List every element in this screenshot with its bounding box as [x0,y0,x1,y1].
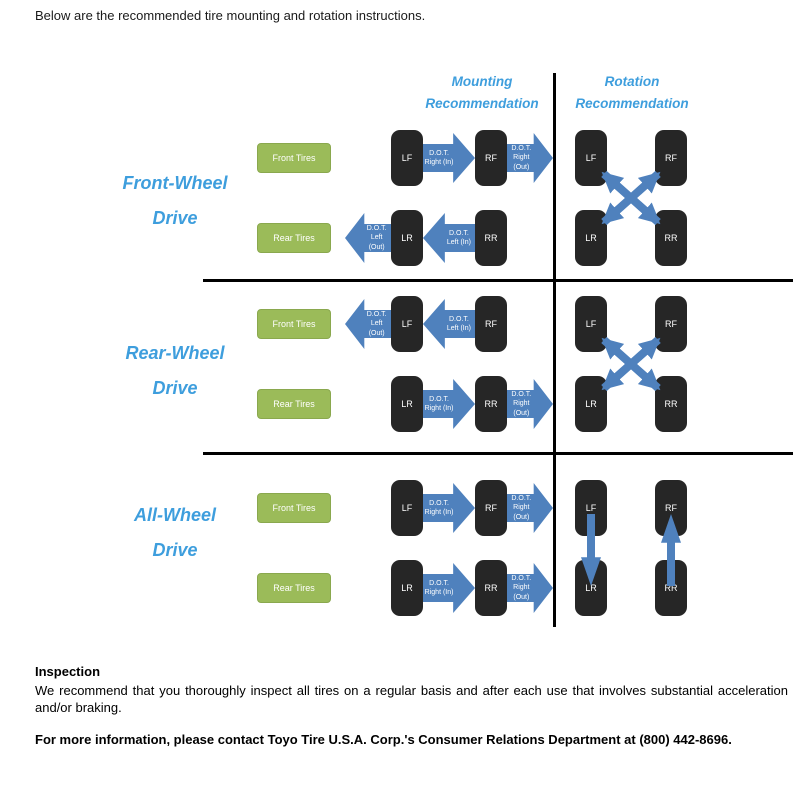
dot-left-in-arrow-icon: D.O.T. Left (In) [423,299,475,349]
row-label-all-wheel-drive: All-Wheel Drive [95,498,255,568]
row-label-line: Drive [152,208,198,228]
badge-label: Rear Tires [273,233,315,243]
rotation-cross-icon [601,171,661,225]
dot-right-out-arrow-icon: D.O.T. Right (Out) [507,379,553,429]
tire-lr: LR [391,560,423,616]
row-label-front-wheel-drive: Front-Wheel Drive [95,166,255,236]
rotation-header-line1: Rotation [604,74,660,89]
tire-rf: RF [475,296,507,352]
tire-rf: RF [475,480,507,536]
tire-label: RF [485,503,497,513]
tire-label: RR [664,399,678,409]
dot-right-in-arrow-icon: D.O.T. Right (In) [423,563,475,613]
rear-tires-badge: Rear Tires [257,389,331,419]
arrow-label: D.O.T. Right (In) [424,499,454,516]
arrow-label: D.O.T. Left (In) [446,315,471,332]
mounting-header-line2: Recommendation [425,96,539,111]
tire-lf: LF [391,480,423,536]
tire-label: RR [484,399,498,409]
dot-right-in-arrow-icon: D.O.T. Right (In) [423,483,475,533]
tire-label: LR [585,399,597,409]
tire-label: RF [665,153,677,163]
arrow-label: D.O.T. Right (In) [424,149,454,166]
dot-left-out-arrow-icon: D.O.T. Left (Out) [345,299,391,349]
tire-label: LF [401,319,413,329]
tire-label: LF [585,503,597,513]
tire-label: LR [585,583,597,593]
rear-tires-badge: Rear Tires [257,573,331,603]
tire-lr: LR [391,210,423,266]
tire-label: LF [401,503,413,513]
badge-label: Rear Tires [273,583,315,593]
inspection-heading: Inspection [35,664,101,679]
arrow-label: D.O.T. Left (In) [446,229,471,246]
dot-left-out-arrow-icon: D.O.T. Left (Out) [345,213,391,263]
tire-label: LF [585,319,597,329]
arrow-label: D.O.T. Right (Out) [511,391,532,417]
tire-label: LR [401,399,413,409]
tire-label: LR [401,583,413,593]
tire-label: LR [401,233,413,243]
arrow-label: D.O.T. Left (Out) [366,225,387,251]
tire-label: RR [664,233,678,243]
row-label-line: Front-Wheel [122,173,228,193]
dot-right-out-arrow-icon: D.O.T. Right (Out) [507,563,553,613]
mounting-header-line1: Mounting [451,74,513,89]
dot-right-out-arrow-icon: D.O.T. Right (Out) [507,133,553,183]
mounting-column-header: Mounting Recommendation [407,71,557,115]
tire-label: LR [585,233,597,243]
row-label-line: Drive [152,540,198,560]
dot-left-in-arrow-icon: D.O.T. Left (In) [423,213,475,263]
badge-label: Front Tires [272,153,316,163]
tire-rr: RR [475,210,507,266]
tire-label: RF [485,319,497,329]
row-divider-line-2 [203,452,793,455]
rotation-cross-icon [601,337,661,391]
tire-label: RF [485,153,497,163]
badge-label: Front Tires [272,503,316,513]
rear-tires-badge: Rear Tires [257,223,331,253]
dot-right-out-arrow-icon: D.O.T. Right (Out) [507,483,553,533]
tire-lf: LF [391,296,423,352]
rotation-column-header: Rotation Recommendation [557,71,707,115]
front-tires-badge: Front Tires [257,309,331,339]
tire-label: RR [484,583,498,593]
row-label-line: Rear-Wheel [125,343,225,363]
dot-right-in-arrow-icon: D.O.T. Right (In) [423,133,475,183]
front-tires-badge: Front Tires [257,143,331,173]
tire-label: LF [401,153,413,163]
tire-lr: LR [391,376,423,432]
arrow-label: D.O.T. Right (In) [424,579,454,596]
arrow-label: D.O.T. Right (Out) [511,575,532,601]
badge-label: Rear Tires [273,399,315,409]
inspection-body: We recommend that you thoroughly inspect… [35,682,788,715]
tire-label: RF [665,503,677,513]
badge-label: Front Tires [272,319,316,329]
tire-lf: LF [391,130,423,186]
row-label-rear-wheel-drive: Rear-Wheel Drive [95,336,255,406]
arrow-label: D.O.T. Right (In) [424,395,454,412]
arrow-label: D.O.T. Left (Out) [366,311,387,337]
tire-label: RF [665,319,677,329]
intro-text: Below are the recommended tire mounting … [35,8,426,23]
row-label-line: All-Wheel [133,505,216,525]
row-label-line: Drive [152,378,198,398]
footer-text-block: Inspection We recommend that you thoroug… [35,664,788,749]
dot-right-in-arrow-icon: D.O.T. Right (In) [423,379,475,429]
rotation-header-line2: Recommendation [575,96,689,111]
tire-rf: RF [475,130,507,186]
tire-rr: RR [475,560,507,616]
column-divider-line [553,73,556,627]
front-tires-badge: Front Tires [257,493,331,523]
row-divider-line-1 [203,279,793,282]
tire-label: RR [664,583,678,593]
tire-label: LF [585,153,597,163]
arrow-label: D.O.T. Right (Out) [511,495,532,521]
tire-lf: LF [575,130,607,186]
arrow-label: D.O.T. Right (Out) [511,145,532,171]
tire-rr: RR [475,376,507,432]
tire-label: RR [484,233,498,243]
contact-text: For more information, please contact Toy… [35,731,732,747]
